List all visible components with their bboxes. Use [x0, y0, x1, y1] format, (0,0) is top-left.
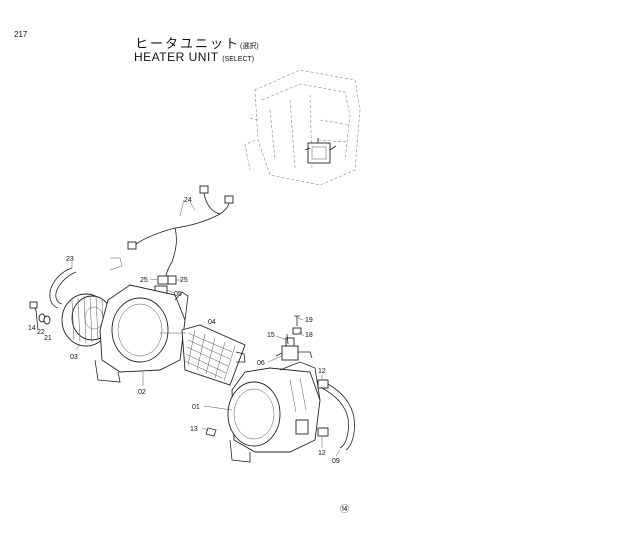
- title-english-text: HEATER UNIT: [134, 50, 219, 64]
- hose: [49, 257, 123, 309]
- water-hose: [317, 379, 355, 451]
- callout-21: 21: [44, 335, 52, 342]
- page-number: 217: [14, 30, 28, 39]
- callout-02: 02: [138, 389, 146, 396]
- title-japanese-text: ヒータユニット: [135, 36, 241, 51]
- title-japanese: ヒータユニット(選択): [135, 33, 259, 52]
- callout-19: 19: [305, 317, 313, 324]
- wire-harness: [127, 185, 234, 281]
- callout-25-left: 25: [140, 277, 148, 284]
- title-english-note: (SELECT): [222, 56, 255, 63]
- callout-04: 04: [208, 319, 216, 326]
- title-japanese-note: (選択): [240, 43, 259, 50]
- callout-22: 22: [37, 329, 45, 336]
- callout-labels: 24 23 25 25 05 04 19 15 18 06 12 14 22 2…: [28, 197, 340, 465]
- title-english: HEATER UNIT (SELECT): [134, 50, 254, 64]
- callout-13: 13: [190, 426, 198, 433]
- callout-06: 06: [257, 360, 265, 367]
- callout-25-right: 25: [180, 277, 188, 284]
- bolt-and-washers: [29, 301, 51, 331]
- heater-core: [181, 324, 246, 386]
- leader-lines: [71, 201, 341, 457]
- callout-23: 23: [66, 256, 74, 263]
- callout-01: 01: [192, 404, 200, 411]
- clip: [205, 427, 217, 437]
- heater-case-front: [227, 361, 321, 463]
- callout-15: 15: [267, 332, 275, 339]
- callout-14: 14: [28, 325, 36, 332]
- callout-05: 05: [174, 291, 182, 298]
- heater-unit-location-mark: [307, 142, 331, 164]
- callout-12-lower: 12: [318, 450, 326, 457]
- heater-case-rear: [94, 284, 189, 383]
- callout-24: 24: [184, 197, 192, 204]
- callout-18: 18: [305, 332, 313, 339]
- callout-09: 09: [332, 458, 340, 465]
- callout-12-upper: 12: [318, 368, 326, 375]
- connector-assembly: [149, 275, 182, 295]
- water-valve: [275, 315, 313, 361]
- cab-location-sketch: [244, 69, 361, 186]
- footer-mark: ⑭: [340, 504, 349, 514]
- callout-03: 03: [70, 354, 78, 361]
